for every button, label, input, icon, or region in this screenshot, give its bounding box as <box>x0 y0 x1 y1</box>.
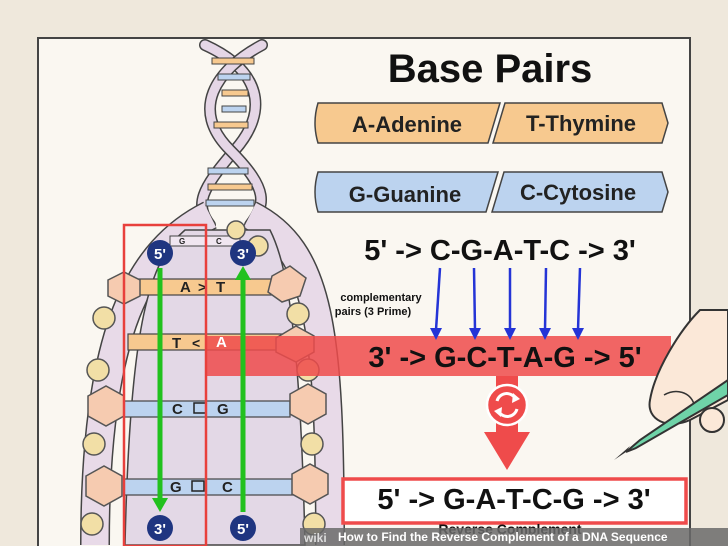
circle-bead <box>92 306 116 330</box>
hexagon-bead <box>267 265 307 303</box>
rung-letter: C <box>216 237 222 246</box>
marker-3prime-bottom <box>147 515 173 541</box>
strand-end-markers: 5' 3' 3' 5' <box>147 240 256 541</box>
complement-arrows <box>430 267 584 340</box>
dna-ladder-backbone <box>80 201 345 546</box>
rung-letter: T <box>216 279 225 296</box>
complementary-label-line1: complementary <box>340 292 422 304</box>
footer-brand: wiki <box>303 531 327 545</box>
hexagon-bead <box>289 383 327 425</box>
rung-letter: A <box>216 334 227 351</box>
hexagon-bead <box>291 463 329 505</box>
pair-connector: < <box>192 335 200 351</box>
svg-text:5': 5' <box>154 246 166 263</box>
svg-text:3': 3' <box>154 521 166 538</box>
marker-5prime-bottom <box>230 515 256 541</box>
rung-letter: G <box>217 401 229 418</box>
pen-icon <box>625 378 728 453</box>
reverse-complement-box <box>341 477 688 525</box>
arrow-blue <box>576 267 582 331</box>
circle-bead <box>86 358 110 382</box>
rung-letters: A > T T < A C G G C G C <box>170 237 233 496</box>
strand-highlight-box <box>122 223 208 546</box>
title-base-pairs: Base Pairs <box>388 47 593 91</box>
rung-letter: G <box>170 479 182 496</box>
arrow-blue <box>434 267 442 331</box>
pair-connector <box>191 480 205 492</box>
rung-letter: T <box>172 335 181 352</box>
circle-bead <box>80 512 104 536</box>
rung-gc <box>123 478 299 496</box>
arrow-blue <box>472 267 477 331</box>
reverse-cycle-icon <box>485 383 529 427</box>
reverse-complement-strand: 5' -> G-A-T-C-G -> 3' <box>377 484 650 516</box>
marker-3prime-top <box>230 240 256 266</box>
reverse-arrow <box>484 376 530 470</box>
hand-holding-pen <box>614 309 728 460</box>
guanine-label: G-Guanine <box>349 182 461 207</box>
hexagon-bead <box>85 465 123 507</box>
svg-text:3': 3' <box>237 246 249 263</box>
complementary-label-line2: pairs (3 Prime) <box>335 306 412 318</box>
complement-highlight-band <box>205 336 671 376</box>
strand-direction-arrows <box>152 266 251 512</box>
pair-guanine-cytosine: G-Guanine C-Cytosine <box>314 171 669 213</box>
footer-strip <box>300 528 728 546</box>
rung-letter: C <box>172 401 183 418</box>
complement-strand: 3' -> G-C-T-A-G -> 5' <box>368 342 641 374</box>
rung-letter: C <box>222 479 233 496</box>
cytosine-label: C-Cytosine <box>520 180 636 205</box>
rung-letter: A <box>180 279 191 296</box>
rung-letter: G <box>179 237 185 246</box>
footer-title: How to Find the Reverse Complement of a … <box>338 530 668 544</box>
thymine-label: T-Thymine <box>526 111 636 136</box>
circle-bead <box>300 432 324 456</box>
pair-adenine-thymine: A-Adenine T-Thymine <box>314 102 669 144</box>
circle-bead <box>286 302 310 326</box>
pair-connector: > <box>198 279 206 295</box>
adenine-label: A-Adenine <box>352 112 462 137</box>
original-strand: 5' -> C-G-A-T-C -> 3' <box>364 235 636 267</box>
marker-5prime-top <box>147 240 173 266</box>
svg-text:5': 5' <box>237 521 249 538</box>
circle-bead <box>82 432 106 456</box>
circle-bead <box>226 220 246 240</box>
arrow-blue <box>543 267 548 331</box>
